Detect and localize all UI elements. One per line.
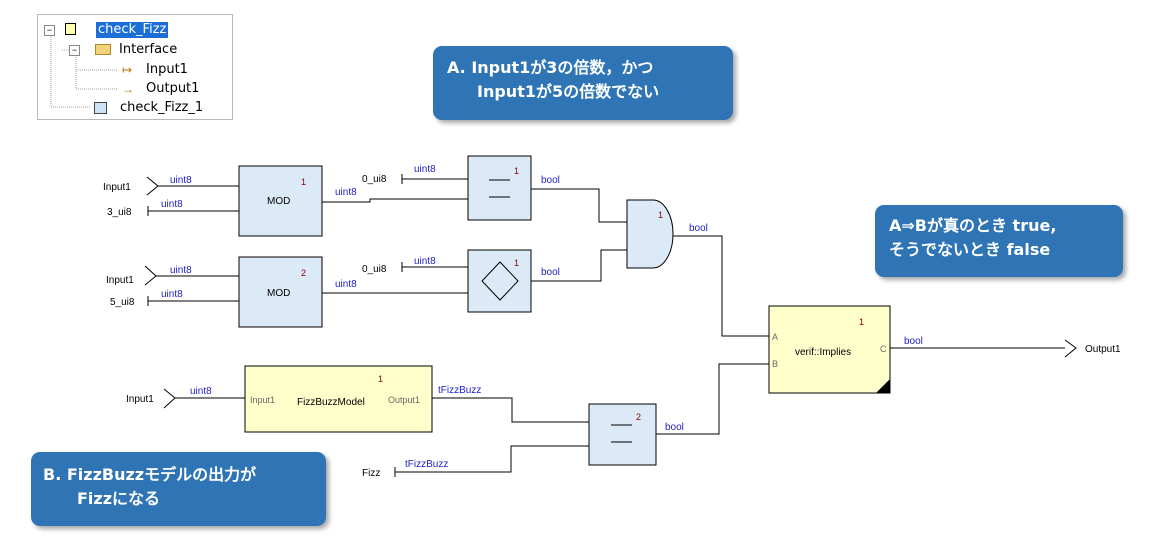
block-label: MOD <box>267 196 290 207</box>
port-c-label: C <box>880 344 887 354</box>
inport-label: Input1 <box>126 394 154 405</box>
block-number: 1 <box>514 258 519 268</box>
wire-label: bool <box>541 175 560 186</box>
callout-b-line1: B. FizzBuzzモデルの出力が <box>43 465 257 484</box>
block-number: 2 <box>636 412 641 422</box>
model-tree-panel: − check_Fizz − Interface ↦ Input1 → Outp… <box>37 14 233 120</box>
wire-labels: uint8 uint8 uint8 uint8 uint8 uint8 uint… <box>161 164 923 470</box>
implies-block[interactable]: verif::Implies A B C 1 <box>768 305 891 394</box>
inport-label: Input1 <box>106 275 134 286</box>
wire-label: uint8 <box>414 164 436 175</box>
outport-output1-label: Output1 <box>1085 344 1121 355</box>
mod-block-2[interactable]: MOD 2 <box>238 256 323 328</box>
constant-fizz[interactable]: Fizz <box>362 467 396 479</box>
input-arrow-icon: ↦ <box>122 63 133 77</box>
block-number: 1 <box>301 177 306 187</box>
wire-label: uint8 <box>161 289 183 300</box>
inport-label: Input1 <box>103 182 131 193</box>
tree-lines <box>50 37 118 108</box>
block-number: 1 <box>378 374 383 384</box>
model-icon <box>94 102 107 114</box>
wire-label: uint8 <box>335 279 357 290</box>
not-equal-block[interactable]: 1 <box>467 249 532 313</box>
callout-condition-a: A. Input1が3の倍数，かつ Input1が5の倍数でない <box>433 46 733 120</box>
subsystem-icon <box>65 23 76 35</box>
block-label: verif::Implies <box>795 347 851 358</box>
tree-item-check-fizz-1[interactable]: check_Fizz_1 <box>94 100 230 116</box>
constant-0-b[interactable]: 0_ui8 <box>362 262 403 275</box>
outport-output1-symbol[interactable] <box>1064 339 1077 358</box>
inport-input1-a[interactable]: Input1 <box>103 176 159 196</box>
inport-input1-b[interactable]: Input1 <box>106 265 157 286</box>
fizzbuzz-model-block[interactable]: FizzBuzzModel Input1 Output1 1 <box>244 365 433 433</box>
constant-label: 0_ui8 <box>362 264 387 275</box>
output-arrow-icon: → <box>122 82 134 96</box>
tree-label-check-fizz-1: check_Fizz_1 <box>120 100 204 115</box>
wire-label: uint8 <box>170 175 192 186</box>
wires <box>148 178 1077 473</box>
wire-label: uint8 <box>190 386 212 397</box>
tree-label-interface: Interface <box>119 42 178 57</box>
callout-condition-b: B. FizzBuzzモデルの出力が Fizzになる <box>31 452 326 526</box>
callout-a-line1: A. Input1が3の倍数，かつ <box>447 58 654 77</box>
block-out-port: Output1 <box>388 395 420 405</box>
callout-b-line2: Fizzになる <box>77 489 161 508</box>
equal-block-2[interactable]: 2 <box>588 403 657 466</box>
wire-label: tFizzBuzz <box>438 385 481 396</box>
block-label: FizzBuzzModel <box>297 397 365 408</box>
collapse-icon[interactable]: − <box>69 45 80 56</box>
constant-label: 0_ui8 <box>362 174 387 185</box>
tree-label-input1: Input1 <box>146 62 188 77</box>
folder-icon <box>95 44 111 55</box>
collapse-icon[interactable]: − <box>44 25 55 36</box>
port-a-label: A <box>772 332 778 342</box>
block-label: MOD <box>267 288 290 299</box>
constant-label: Fizz <box>362 468 380 479</box>
constant-0-a[interactable]: 0_ui8 <box>362 174 403 185</box>
wire-label: bool <box>541 267 560 278</box>
tree-item-input1[interactable]: ↦ Input1 <box>122 62 222 78</box>
constant-label: 3_ui8 <box>107 207 132 218</box>
wire-label: bool <box>689 223 708 234</box>
tree-item-output1[interactable]: → Output1 <box>122 81 222 97</box>
wire-label: uint8 <box>161 199 183 210</box>
block-number: 1 <box>859 317 864 327</box>
constant-5[interactable]: 5_ui8 <box>110 296 149 308</box>
block-number: 1 <box>658 210 663 220</box>
wire-label: bool <box>904 336 923 347</box>
tree-label-check-fizz: check_Fizz <box>96 22 169 38</box>
constant-3[interactable]: 3_ui8 <box>107 206 149 218</box>
callout-ab-line2: そうでないとき false <box>889 240 1051 259</box>
block-in-port: Input1 <box>250 395 275 405</box>
and-gate[interactable]: 1 <box>626 199 674 269</box>
wire-label: tFizzBuzz <box>405 459 448 470</box>
callout-a-line2: Input1が5の倍数でない <box>477 82 660 101</box>
mod-block-1[interactable]: MOD 1 <box>238 165 323 237</box>
block-number: 1 <box>514 166 519 176</box>
constant-label: 5_ui8 <box>110 297 135 308</box>
block-number: 2 <box>301 268 306 278</box>
wire-label: uint8 <box>170 265 192 276</box>
callout-ab-line1: A⇒Bが真のとき true, <box>889 216 1057 235</box>
callout-implication: A⇒Bが真のとき true, そうでないとき false <box>875 205 1123 277</box>
equal-block-1[interactable]: 1 <box>467 155 532 221</box>
inport-input1-c[interactable]: Input1 <box>126 388 176 409</box>
tree-item-interface[interactable]: − Interface <box>69 42 209 58</box>
port-b-label: B <box>772 359 778 369</box>
wire-label: bool <box>665 422 684 433</box>
tree-label-output1: Output1 <box>146 81 200 96</box>
tree-item-check-fizz[interactable]: − check_Fizz <box>44 22 184 38</box>
wire-label: uint8 <box>335 187 357 198</box>
wire-label: uint8 <box>414 256 436 267</box>
